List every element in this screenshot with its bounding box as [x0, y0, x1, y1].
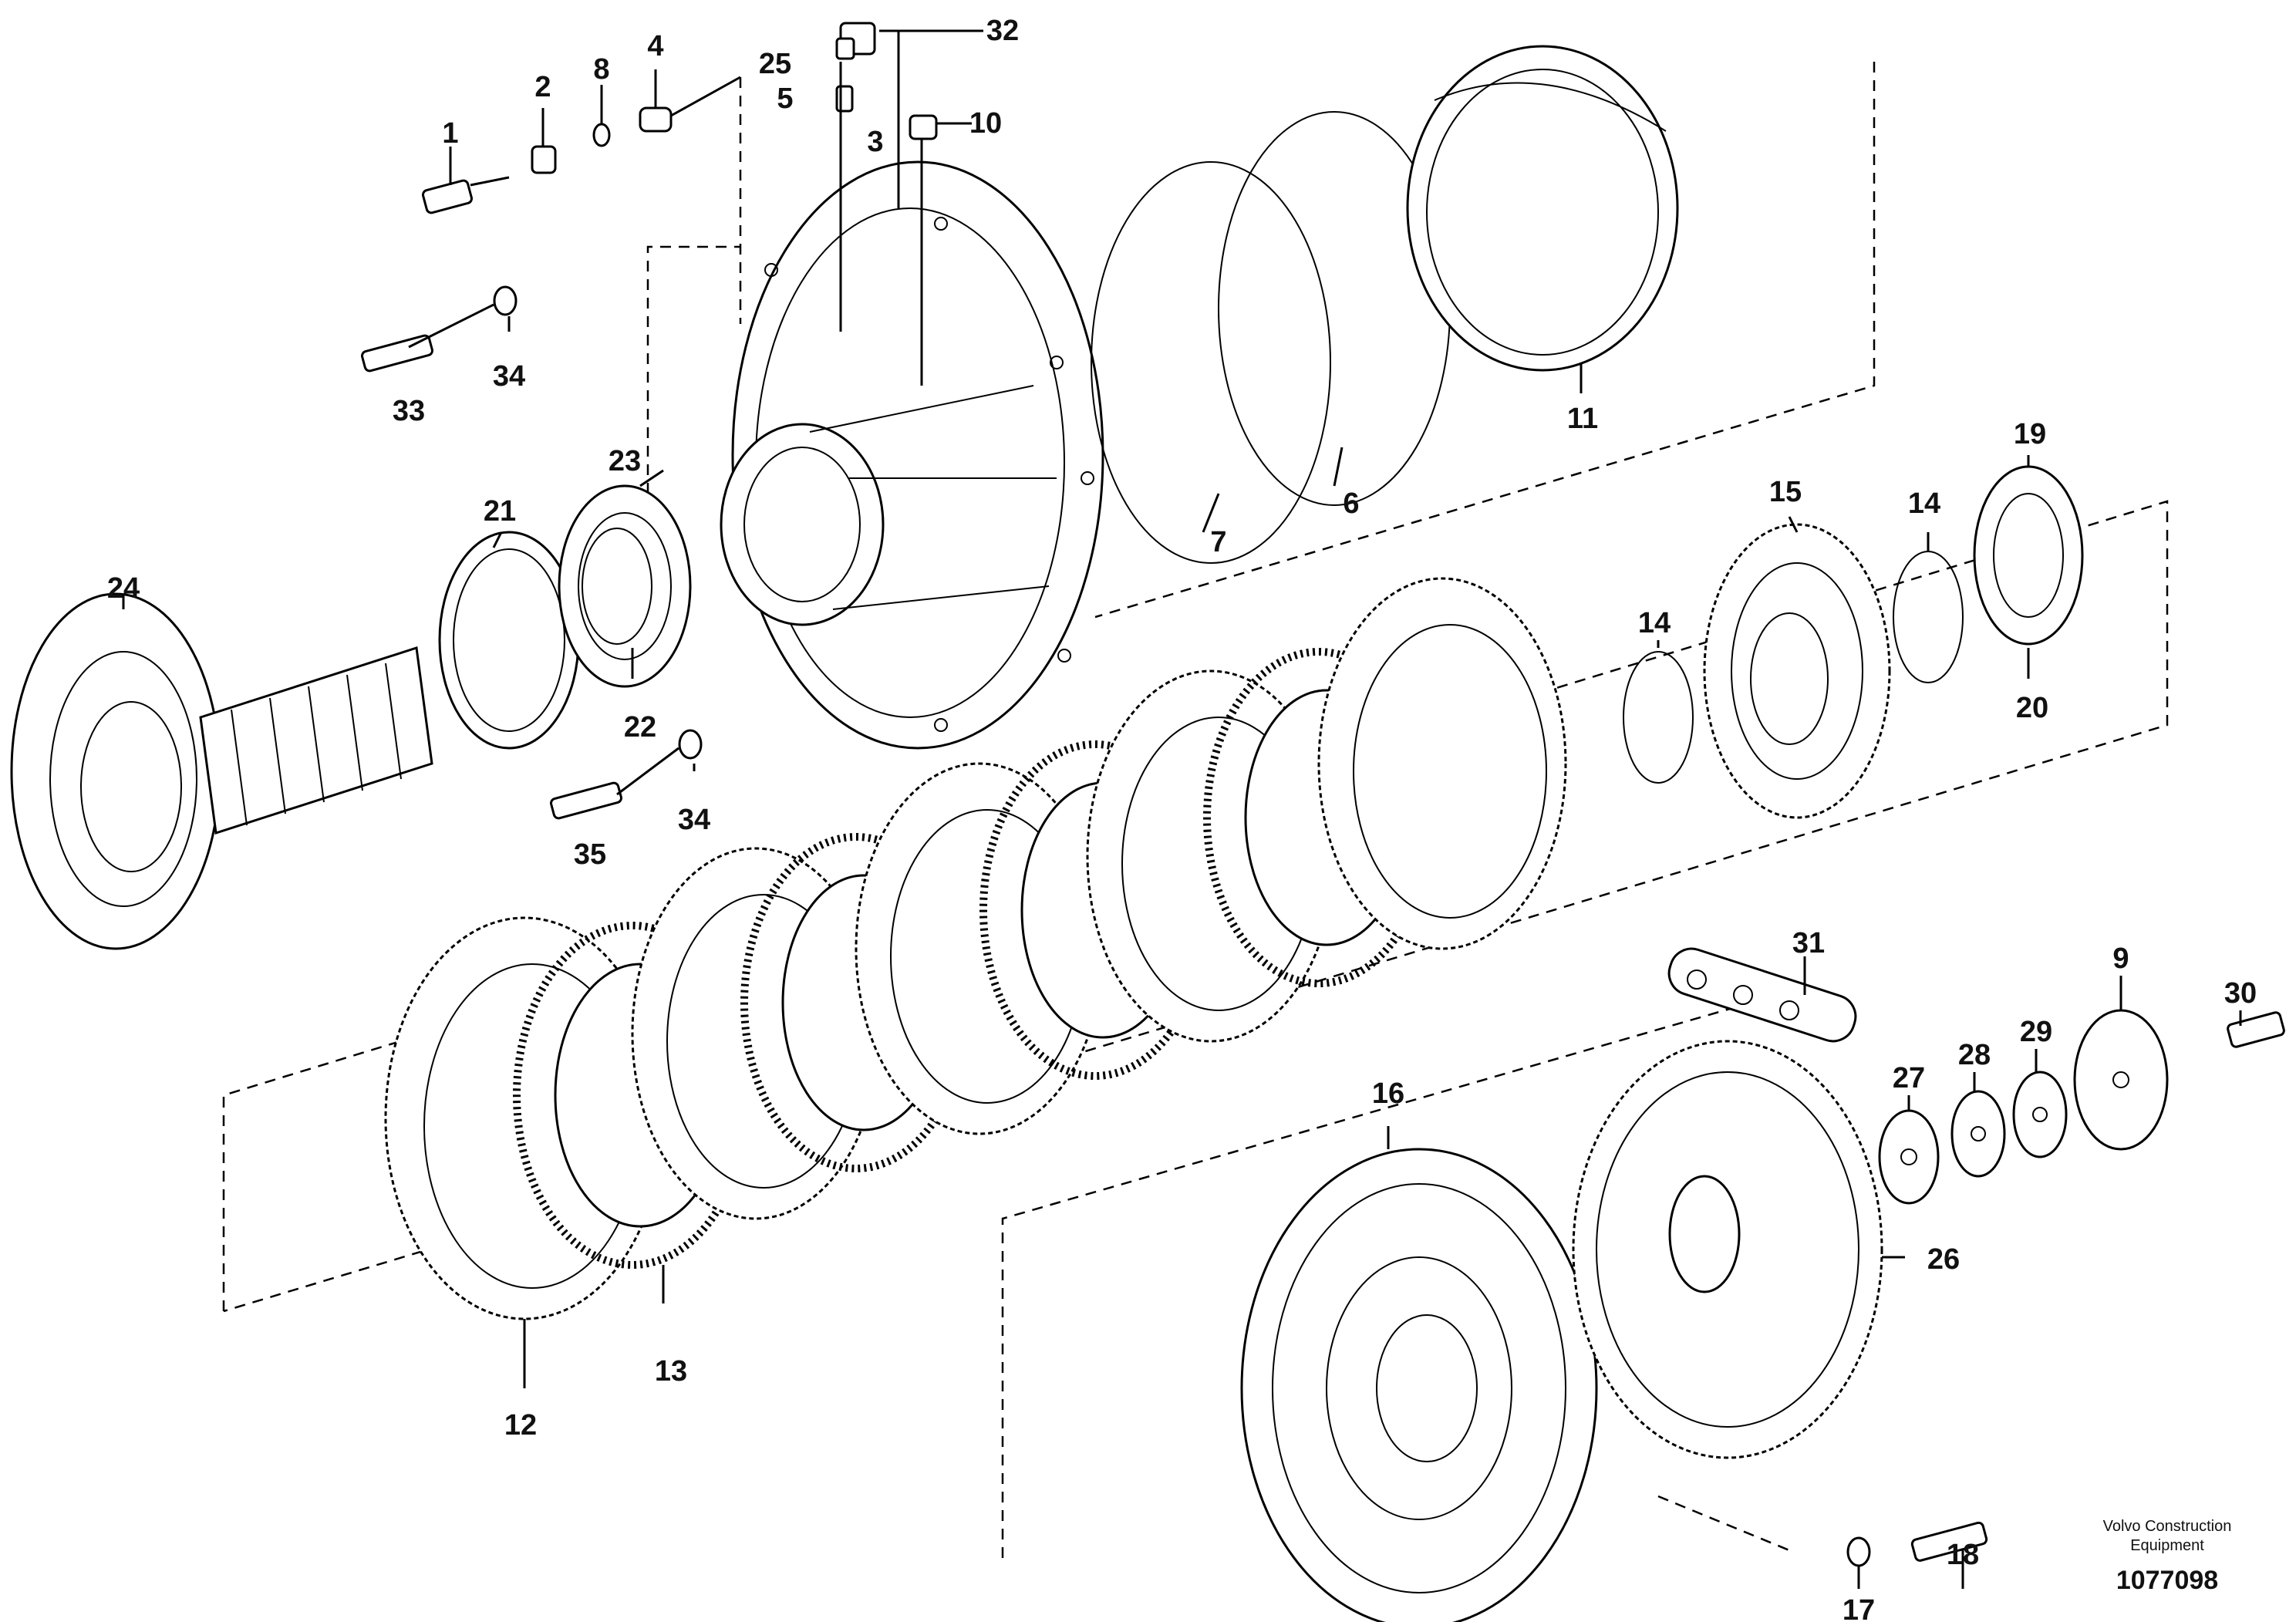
- label-33: 33: [393, 395, 425, 427]
- label-7: 7: [1210, 526, 1226, 558]
- label-9: 9: [2112, 943, 2129, 975]
- roller-bearing: [1973, 465, 2084, 646]
- drawing-footer: Volvo Construction Equipment 1077098: [2103, 1518, 2232, 1595]
- label-27: 27: [1893, 1062, 1925, 1094]
- seal-ring: [438, 531, 580, 750]
- label-5: 5: [777, 83, 793, 115]
- label-14-right: 14: [1908, 487, 1940, 520]
- label-1: 1: [442, 117, 458, 150]
- label-30: 30: [2224, 977, 2257, 1010]
- leader-lines: [122, 29, 2242, 1589]
- label-26: 26: [1927, 1243, 1960, 1276]
- label-8: 8: [593, 53, 609, 86]
- chain-link: [1667, 947, 1857, 1043]
- piston-ring: [1406, 45, 1679, 372]
- clutch-disc-stack: [384, 577, 1567, 1320]
- planet-carrier: [1703, 523, 1891, 819]
- washers-and-plates: [1878, 1009, 2169, 1205]
- label-28: 28: [1958, 1039, 1991, 1071]
- label-34-lower: 34: [678, 804, 710, 836]
- label-4: 4: [647, 30, 663, 62]
- fasteners: [361, 22, 2285, 1567]
- label-3: 3: [867, 126, 883, 158]
- label-10: 10: [969, 107, 1002, 140]
- label-12: 12: [504, 1409, 537, 1442]
- label-24: 24: [107, 572, 140, 605]
- label-14-left: 14: [1638, 607, 1671, 639]
- label-13: 13: [655, 1355, 687, 1388]
- drawing-number: 1077098: [2116, 1566, 2218, 1595]
- label-32: 32: [986, 15, 1019, 47]
- hub-housing: [720, 160, 1104, 750]
- label-17: 17: [1843, 1594, 1875, 1622]
- o-rings: [1091, 111, 1451, 564]
- label-31: 31: [1792, 927, 1825, 959]
- label-29: 29: [2020, 1016, 2052, 1048]
- label-16: 16: [1372, 1077, 1404, 1110]
- label-35: 35: [574, 838, 606, 871]
- label-18: 18: [1947, 1539, 1979, 1571]
- label-15: 15: [1769, 476, 1802, 508]
- label-6: 6: [1343, 487, 1359, 520]
- output-shaft: [10, 592, 433, 950]
- label-21: 21: [484, 495, 516, 528]
- brand-line-1: Volvo Construction: [2103, 1518, 2232, 1535]
- label-25: 25: [759, 48, 791, 80]
- label-11: 11: [1567, 403, 1598, 435]
- assembly-frames: [222, 62, 2169, 1558]
- label-19: 19: [2014, 418, 2046, 450]
- label-22: 22: [624, 711, 656, 744]
- brand-line-2: Equipment: [2130, 1537, 2204, 1554]
- tapered-bearing: [558, 484, 692, 688]
- label-34-upper: 34: [493, 360, 525, 393]
- label-20: 20: [2016, 692, 2048, 724]
- brake-hub: [1240, 1148, 1598, 1622]
- label-23: 23: [609, 445, 641, 477]
- sprocket: [1572, 1040, 1883, 1459]
- label-2: 2: [534, 71, 551, 103]
- part-labels: 1 2 8 4 25 5 3 32 10 33 34 23 21 22 24 3…: [107, 15, 2257, 1622]
